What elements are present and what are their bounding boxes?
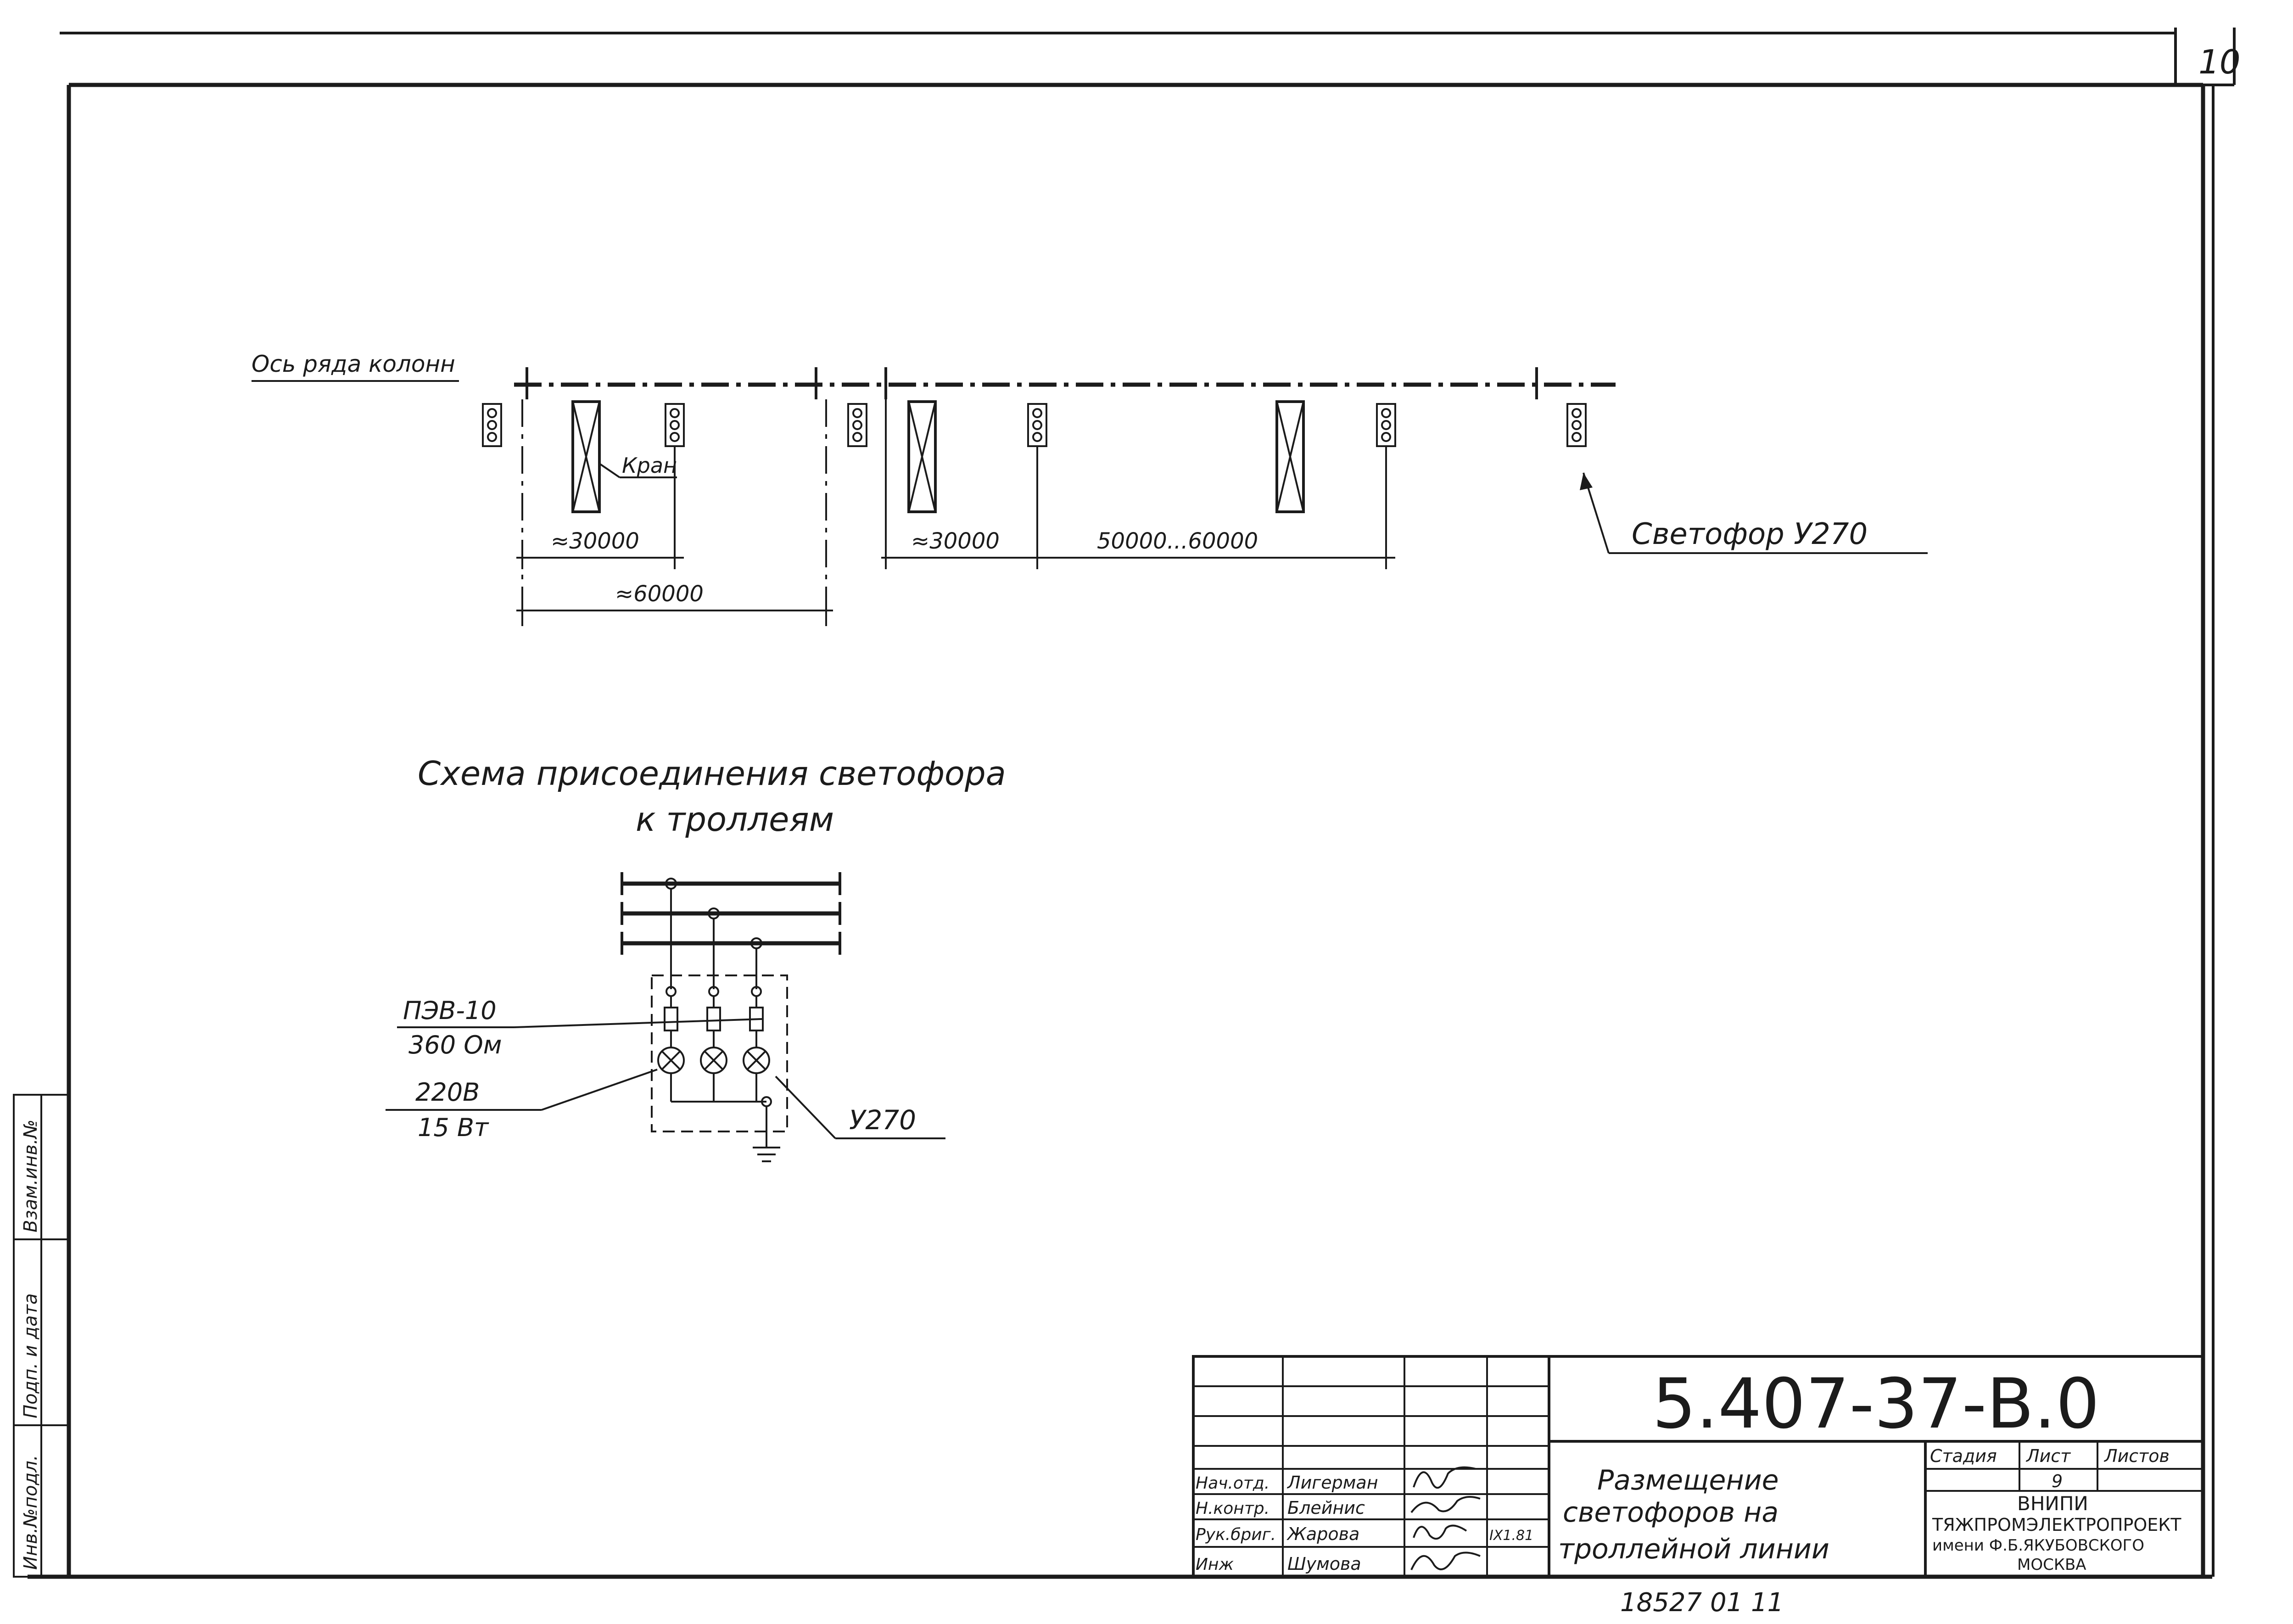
org-name-line1: ВНИПИ: [2017, 1492, 2088, 1515]
scheme-title-line2: к троллеям: [636, 800, 834, 839]
name-3: Жарова: [1286, 1524, 1359, 1544]
signatures: [1410, 1466, 1481, 1570]
connection-circuit: [651, 878, 788, 1162]
signal-callout-leader: [1580, 472, 1928, 554]
side-stamp-sign-date: Подп. и дата: [20, 1294, 41, 1418]
title-block-grid: [1192, 1355, 2204, 1578]
side-stamp-replace-inv: Взам.инв.№: [20, 1120, 41, 1232]
dimension-span-2: 50000...60000: [1097, 528, 1258, 554]
crane-2: [907, 400, 937, 513]
role-2: Н.контр.: [1196, 1499, 1270, 1518]
column-axis-label: Ось ряда колонн: [252, 351, 455, 377]
header-sheet: Лист: [2025, 1446, 2071, 1466]
traffic-light-4: [1027, 403, 1047, 565]
sheet-number-value: 9: [2052, 1471, 2063, 1491]
drawing-title-line3: троллейной линии: [1558, 1533, 1829, 1565]
traffic-light-3: [847, 403, 867, 447]
org-name-line4: МОСКВА: [2017, 1556, 2086, 1574]
dimension-span-1: ≈60000: [615, 581, 704, 607]
side-stamp: [13, 1094, 70, 1578]
lamp-voltage-label: 220В: [415, 1078, 480, 1107]
crane-3: [1275, 400, 1305, 513]
org-name-line2: ТЯЖПРОМЭЛЕКТРОПРОЕКТ: [1932, 1515, 2181, 1535]
header-sheets: Листов: [2103, 1446, 2170, 1466]
trolley-bars: [621, 872, 841, 955]
resistor-value-label: 360 Ом: [408, 1030, 502, 1059]
header-stage: Стадия: [1930, 1446, 1997, 1466]
drawing-title-line2: светофоров на: [1563, 1496, 1778, 1529]
traffic-light-5: [1376, 403, 1396, 565]
side-stamp-inv-no: Инв.№подл.: [20, 1455, 41, 1570]
dimension-crane-gap-1: ≈30000: [551, 528, 639, 554]
crane-label: Кран: [622, 453, 677, 478]
page-number: 10: [2198, 43, 2241, 81]
archive-number: 18527 01 11: [1620, 1588, 1784, 1618]
traffic-light-2: [665, 403, 685, 565]
drawing-title-line1: Размещение: [1597, 1464, 1779, 1496]
role-3: Рук.бриг.: [1196, 1525, 1276, 1544]
traffic-light-6: [1566, 403, 1587, 447]
role-1: Нач.отд.: [1196, 1474, 1270, 1493]
column-marks: [526, 367, 1538, 399]
crane-1: [571, 400, 601, 513]
crane-leader: [598, 463, 677, 478]
scheme-leaders: [386, 1018, 945, 1139]
traffic-light-1: [482, 403, 502, 447]
device-type-label: У270: [849, 1104, 916, 1136]
column-centerlines: [521, 399, 827, 629]
lamp-power-label: 15 Вт: [418, 1113, 489, 1142]
name-4: Шумова: [1287, 1554, 1361, 1574]
name-2: Блейнис: [1287, 1498, 1365, 1518]
approval-date: IX1.81: [1489, 1528, 1533, 1544]
org-name-line3: имени Ф.Б.ЯКУБОВСКОГО: [1932, 1536, 2144, 1555]
drawing-designation: 5.407-37-В.0: [1652, 1364, 2100, 1444]
role-4: Инж: [1196, 1555, 1234, 1574]
dimension-crane-gap-2: ≈30000: [911, 528, 1000, 554]
resistor-type-label: ПЭВ-10: [403, 996, 497, 1025]
signal-callout-label: Светофор У270: [1632, 517, 1868, 551]
sheet-frame: [28, 28, 2236, 1579]
dimension-lines: [516, 399, 1395, 624]
scheme-title-line1: Схема присоединения светофора: [418, 754, 1006, 793]
name-1: Лигерман: [1286, 1473, 1378, 1493]
